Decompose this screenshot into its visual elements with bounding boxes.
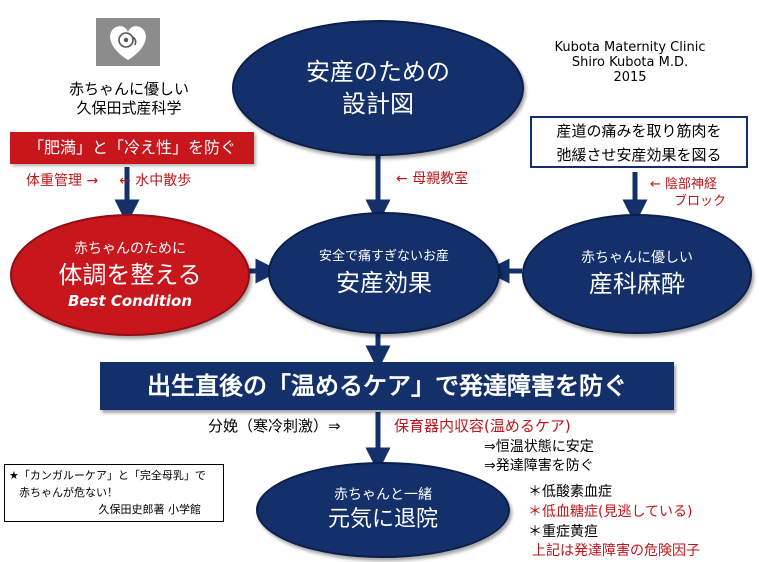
effects-list: ⇒恒温状態に安定 ⇒発達障害を防ぐ: [484, 438, 594, 476]
clinic-doctor: Shiro Kubota M.D.: [571, 55, 689, 70]
effect-item: ⇒恒温状態に安定: [484, 439, 594, 455]
mother-class-label: ← 母親教室: [396, 171, 469, 187]
risk-item: ＊低血糖症(見逃している): [528, 504, 693, 520]
effect-item: ⇒発達障害を防ぐ: [484, 458, 594, 474]
left-oval-line1: 赤ちゃんのために: [74, 241, 186, 257]
weight-labels: 体重管理 → ← 水中散歩: [26, 173, 192, 189]
book-line3: 久保田史郎著 小学館: [98, 503, 202, 516]
left-caption: 赤ちゃんに優しい 久保田式産科学: [44, 80, 214, 118]
delivery-right-text: 保育器内収容(温めるケア): [394, 417, 571, 435]
book-line1: ★「カンガルーケア」と「完全母乳」で: [9, 469, 206, 482]
book-box: ★「カンガルーケア」と「完全母乳」で 赤ちゃんが危ない！ 久保田史郎著 小学館: [4, 464, 224, 522]
water-label: 水中散歩: [135, 173, 192, 189]
center-oval-line2: 安産効果: [336, 269, 432, 297]
left-caption-line1: 赤ちゃんに優しい: [68, 80, 189, 98]
center-oval: 安全で痛すぎないお産 安産効果: [268, 212, 500, 334]
bottom-oval: 赤ちゃんと一緒 元気に退院: [256, 462, 510, 558]
nerve-block-line2: ブロック: [674, 194, 727, 209]
center-oval-line1: 安全で痛すぎないお産: [318, 249, 449, 264]
mother-class-text: 母親教室: [412, 171, 469, 187]
nerve-block-line1: 陰部神経: [665, 177, 718, 192]
right-box-line2: 弛緩させ安産効果を図る: [556, 146, 722, 164]
risk-note: 上記は発達障害の危険因子: [532, 542, 700, 560]
right-oval-line1: 赤ちゃんに優しい: [581, 250, 693, 266]
bottom-oval-line1: 赤ちゃんと一緒: [334, 487, 432, 503]
right-box-line1: 産道の痛みを取り筋肉を: [556, 122, 722, 140]
left-caption-line2: 久保田式産科学: [76, 99, 182, 117]
right-box: 産道の痛みを取り筋肉を 弛緩させ安産効果を図る: [530, 116, 748, 168]
top-oval-line2: 設計図: [342, 90, 414, 118]
risk-item: ＊低酸素血症: [528, 484, 612, 500]
risk-list: ＊低酸素血症 ＊低血糖症(見逃している) ＊重症黄疸: [528, 482, 693, 542]
left-oval: 赤ちゃんのために 体調を整える Best Condition: [10, 214, 250, 336]
warm-care-banner: 出生直後の「温めるケア」で発達障害を防ぐ: [100, 362, 674, 410]
top-oval-line1: 安産のための: [306, 58, 450, 86]
heart-baby-icon: [110, 26, 146, 61]
risk-note-text: 上記は発達障害の危険因子: [532, 543, 700, 559]
left-oval-line3: Best Condition: [67, 292, 193, 310]
clinic-name: Kubota Maternity Clinic: [554, 40, 706, 55]
clinic-year: 2015: [613, 70, 647, 85]
top-oval: 安産のための 設計図: [232, 20, 524, 156]
right-oval-line2: 産科麻酔: [589, 270, 685, 298]
delivery-left-text: 分娩（寒冷刺激）⇒: [208, 417, 341, 435]
nerve-block-label: ← 陰部神経 ブロック: [650, 176, 750, 210]
obesity-box: 「肥満」と「冷え性」を防ぐ: [10, 132, 254, 164]
clinic-info: Kubota Maternity Clinic Shiro Kubota M.D…: [535, 40, 725, 85]
risk-item: ＊重症黄疸: [528, 524, 598, 540]
weight-label: 体重管理: [26, 173, 82, 189]
delivery-right: 保育器内収容(温めるケア): [394, 416, 571, 436]
delivery-left: 分娩（寒冷刺激）⇒: [208, 416, 341, 436]
right-oval: 赤ちゃんに優しい 産科麻酔: [522, 214, 752, 334]
bottom-oval-line2: 元気に退院: [327, 507, 438, 532]
logo-box: [96, 18, 160, 66]
banner-text: 出生直後の「温めるケア」で発達障害を防ぐ: [147, 372, 627, 400]
book-line2: 赤ちゃんが危ない！: [19, 486, 118, 499]
obesity-box-text: 「肥満」と「冷え性」を防ぐ: [27, 138, 236, 157]
left-oval-line2: 体調を整える: [58, 261, 202, 289]
